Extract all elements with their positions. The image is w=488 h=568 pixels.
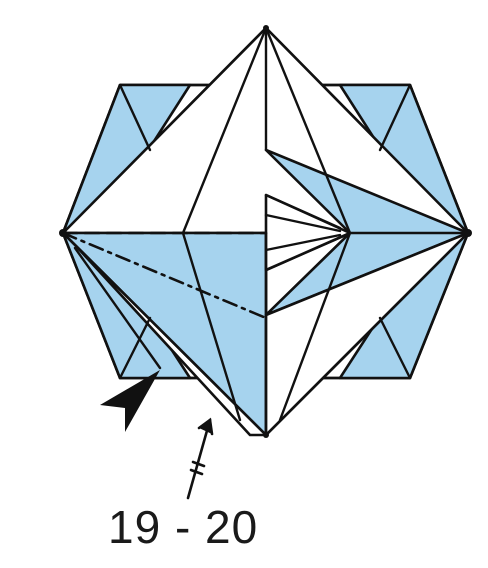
repeat-fold-arrow-icon — [186, 417, 214, 500]
vertex-right — [464, 229, 472, 237]
vertex-bottom — [263, 432, 269, 438]
crease-wedge-a — [264, 193, 342, 230]
crease-right-lower-1 — [264, 231, 470, 437]
push-in-arrow-icon — [100, 370, 160, 432]
crease-top-left — [181, 26, 268, 235]
flap-bl-inner-2 — [73, 246, 162, 370]
crease-left-inner-1 — [181, 231, 242, 422]
crease-left-diagonal — [61, 231, 268, 437]
flap-bl-inner — [118, 316, 152, 380]
crease-wedge-b — [264, 213, 342, 233]
flap-tl-inner — [118, 83, 152, 152]
vertex-top — [263, 25, 269, 31]
step-range-label: 19 - 20 — [108, 501, 259, 553]
flap-tr-inner — [378, 83, 412, 152]
flap-br-inner — [378, 316, 412, 380]
crease-wedge-c — [264, 233, 342, 252]
mountain-fold-dashdot-line — [61, 231, 268, 320]
crease-top-right — [264, 26, 352, 235]
vertex-left — [59, 229, 67, 237]
crease-right-inner-1 — [278, 231, 352, 422]
